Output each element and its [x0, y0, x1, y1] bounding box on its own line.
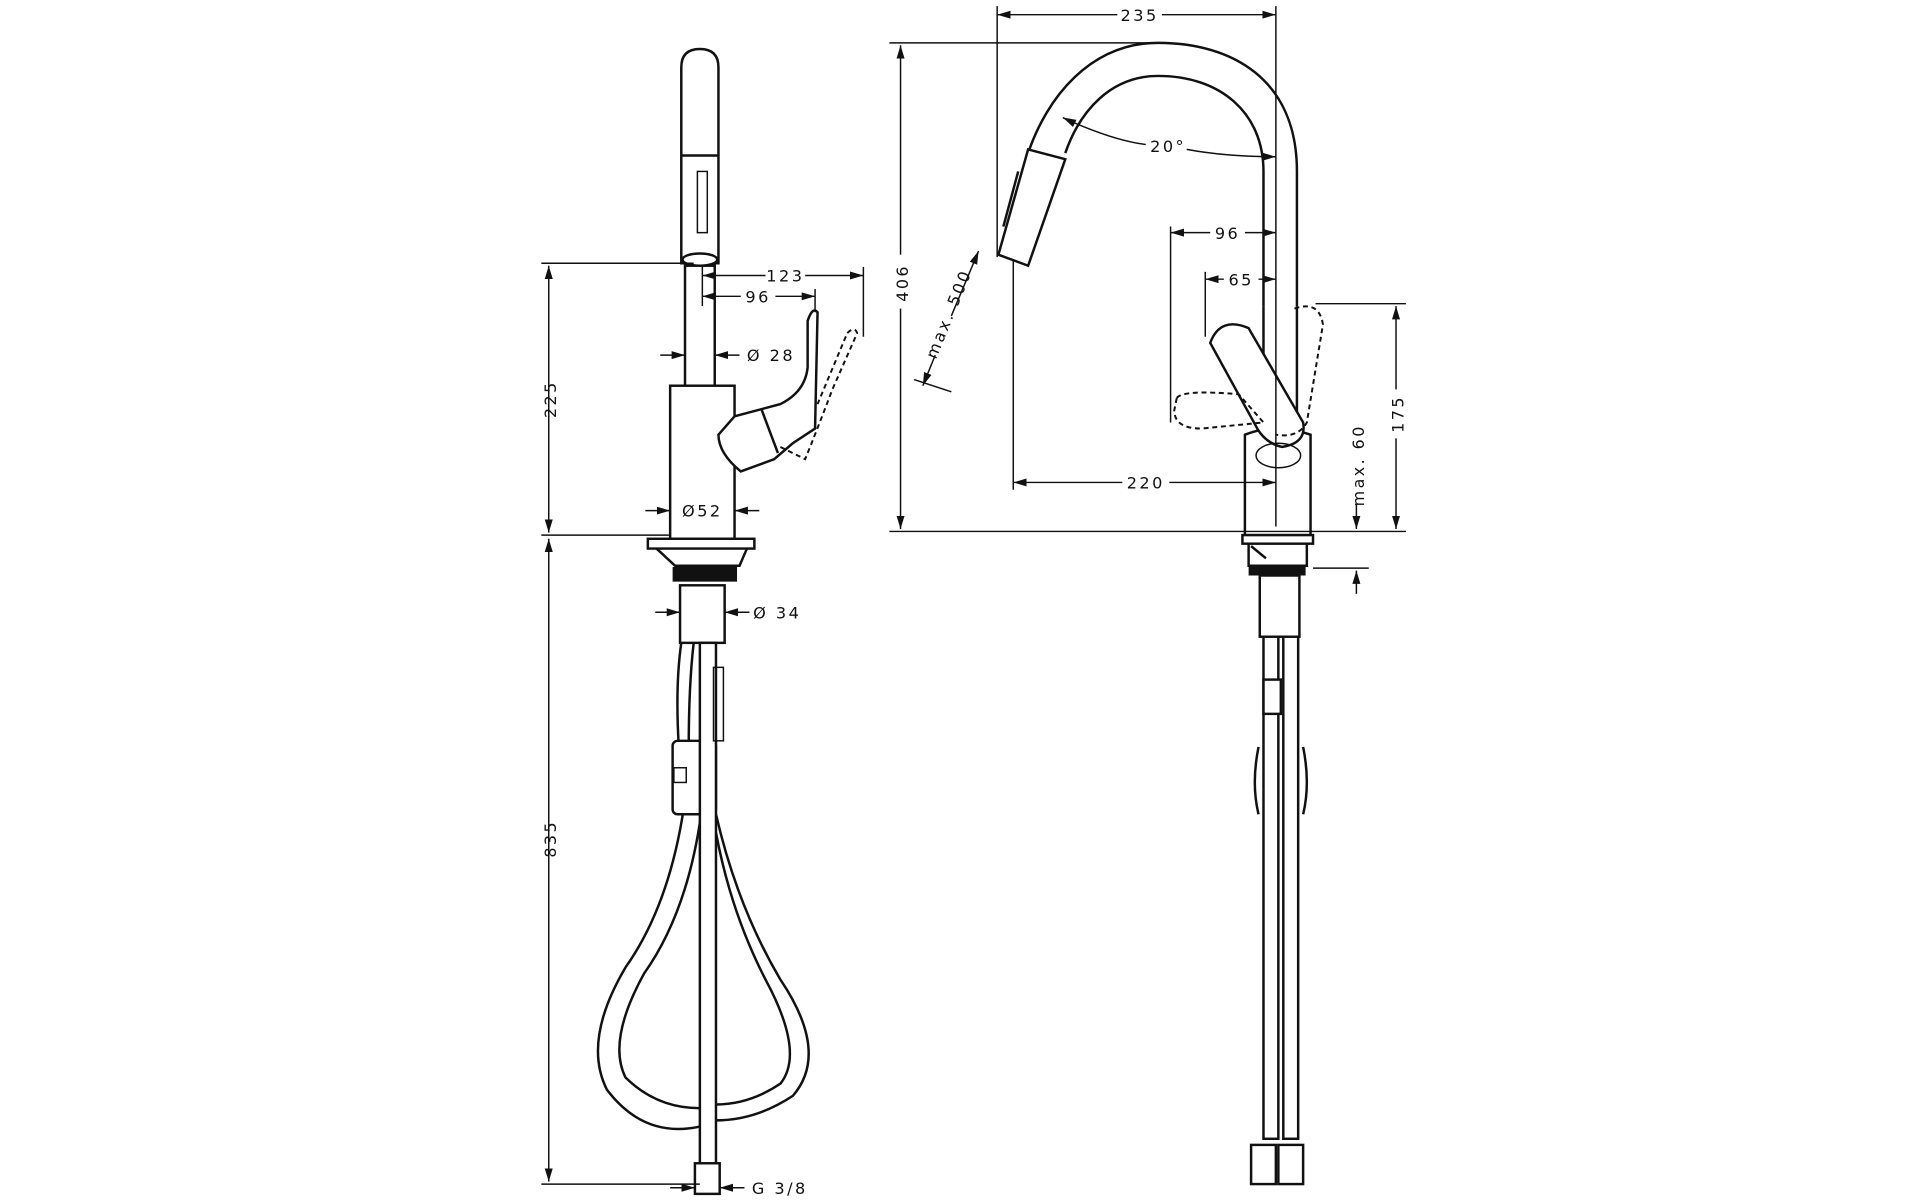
- dim-max60-label: max. 60: [1349, 424, 1368, 506]
- dim-96-label: 96: [745, 288, 770, 307]
- dim-96-front-label: 96: [1215, 224, 1240, 243]
- side-view: 225 835 123 96 Ø 28 Ø52 Ø 34 G 3/8: [541, 47, 865, 1198]
- dim-max500-label: max. 500: [922, 266, 976, 361]
- dim-406-label: 406: [893, 264, 912, 302]
- angle-20-label: 20°: [1150, 137, 1186, 156]
- dim-220-label: 220: [1127, 474, 1165, 493]
- dim-g38-label: G 3/8: [752, 1179, 808, 1198]
- front-dimensions: 235 406 20° max. 500 96 65 220 175 max. …: [889, 4, 1407, 594]
- dim-835-label: 835: [541, 820, 560, 858]
- front-faucet-body: [996, 41, 1324, 1186]
- dim-123-label: 123: [766, 267, 804, 286]
- dim-175-label: 175: [1388, 395, 1407, 433]
- dim-d28-label: Ø 28: [747, 346, 795, 365]
- side-dimensions: 225 835 123 96 Ø 28 Ø52 Ø 34 G 3/8: [541, 262, 865, 1198]
- dim-235-label: 235: [1121, 6, 1159, 25]
- pull-out-hose: [596, 641, 810, 1196]
- dim-d52-label: Ø52: [682, 502, 723, 521]
- front-view: 235 406 20° max. 500 96 65 220 175 max. …: [889, 4, 1407, 1186]
- dim-d34-label: Ø 34: [753, 603, 801, 622]
- dim-65-label: 65: [1228, 270, 1253, 289]
- side-faucet-body: [646, 47, 859, 645]
- dim-225-label: 225: [541, 380, 560, 418]
